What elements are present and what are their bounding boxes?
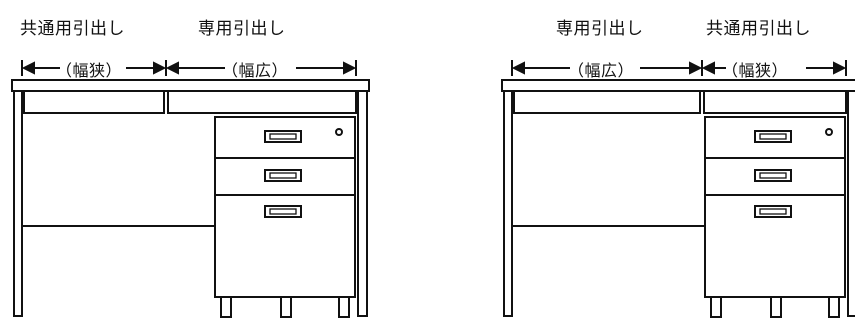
- left-label-dedicated-drawer: 専用引出し: [198, 19, 286, 39]
- dedicated-drawer-right: [513, 90, 701, 114]
- handle-1-inner-right: [759, 133, 787, 140]
- arrowhead-left-2b: [343, 61, 357, 75]
- left-dim-narrow: （幅狭）: [56, 61, 123, 80]
- left-desk-drawing: [11, 60, 370, 318]
- right-desk-drawing: [501, 60, 855, 318]
- desk-top-right: [501, 79, 855, 92]
- left-label-shared-drawer: 共通用引出し: [20, 19, 125, 39]
- caster-1-right: [710, 296, 722, 318]
- handle-2-inner-left: [269, 172, 297, 179]
- leg-right-outer-r: [847, 90, 855, 317]
- arrowhead-right-2b: [833, 61, 847, 75]
- lock-icon-right: [825, 128, 833, 136]
- desk-top-left: [11, 79, 370, 92]
- arrowhead-right-1a: [511, 61, 525, 75]
- arrowhead-right-1b: [689, 61, 703, 75]
- shared-drawer-left: [23, 90, 165, 114]
- right-dim-wide: （幅広）: [568, 61, 635, 80]
- arrowhead-left-2a: [165, 61, 179, 75]
- arrowhead-right-2a: [701, 61, 715, 75]
- dedicated-drawer-left: [167, 90, 357, 114]
- handle-1-right: [754, 130, 792, 143]
- caster-2-right: [770, 296, 782, 318]
- right-label-dedicated-drawer: 専用引出し: [556, 19, 644, 39]
- caster-3-left: [338, 296, 350, 318]
- handle-1-left: [264, 130, 302, 143]
- caster-1-left: [220, 296, 232, 318]
- handle-2-left: [264, 169, 302, 182]
- caster-3-right: [828, 296, 840, 318]
- handle-3-right: [754, 205, 792, 218]
- right-dim-narrow: （幅狭）: [722, 61, 789, 80]
- handle-2-right: [754, 169, 792, 182]
- caster-2-left: [280, 296, 292, 318]
- arrowhead-left-1b: [153, 61, 167, 75]
- leg-right-outer: [357, 90, 368, 317]
- handle-3-left: [264, 205, 302, 218]
- lock-icon-left: [335, 128, 343, 136]
- leg-left-outer-r: [503, 90, 513, 317]
- handle-1-inner-left: [269, 133, 297, 140]
- handle-3-inner-right: [759, 208, 787, 215]
- handle-2-inner-right: [759, 172, 787, 179]
- right-label-shared-drawer: 共通用引出し: [706, 19, 811, 39]
- arrowhead-left-1a: [21, 61, 35, 75]
- leg-left-outer: [13, 90, 23, 317]
- handle-3-inner-left: [269, 208, 297, 215]
- left-dim-wide: （幅広）: [222, 61, 289, 80]
- shared-drawer-right: [703, 90, 847, 114]
